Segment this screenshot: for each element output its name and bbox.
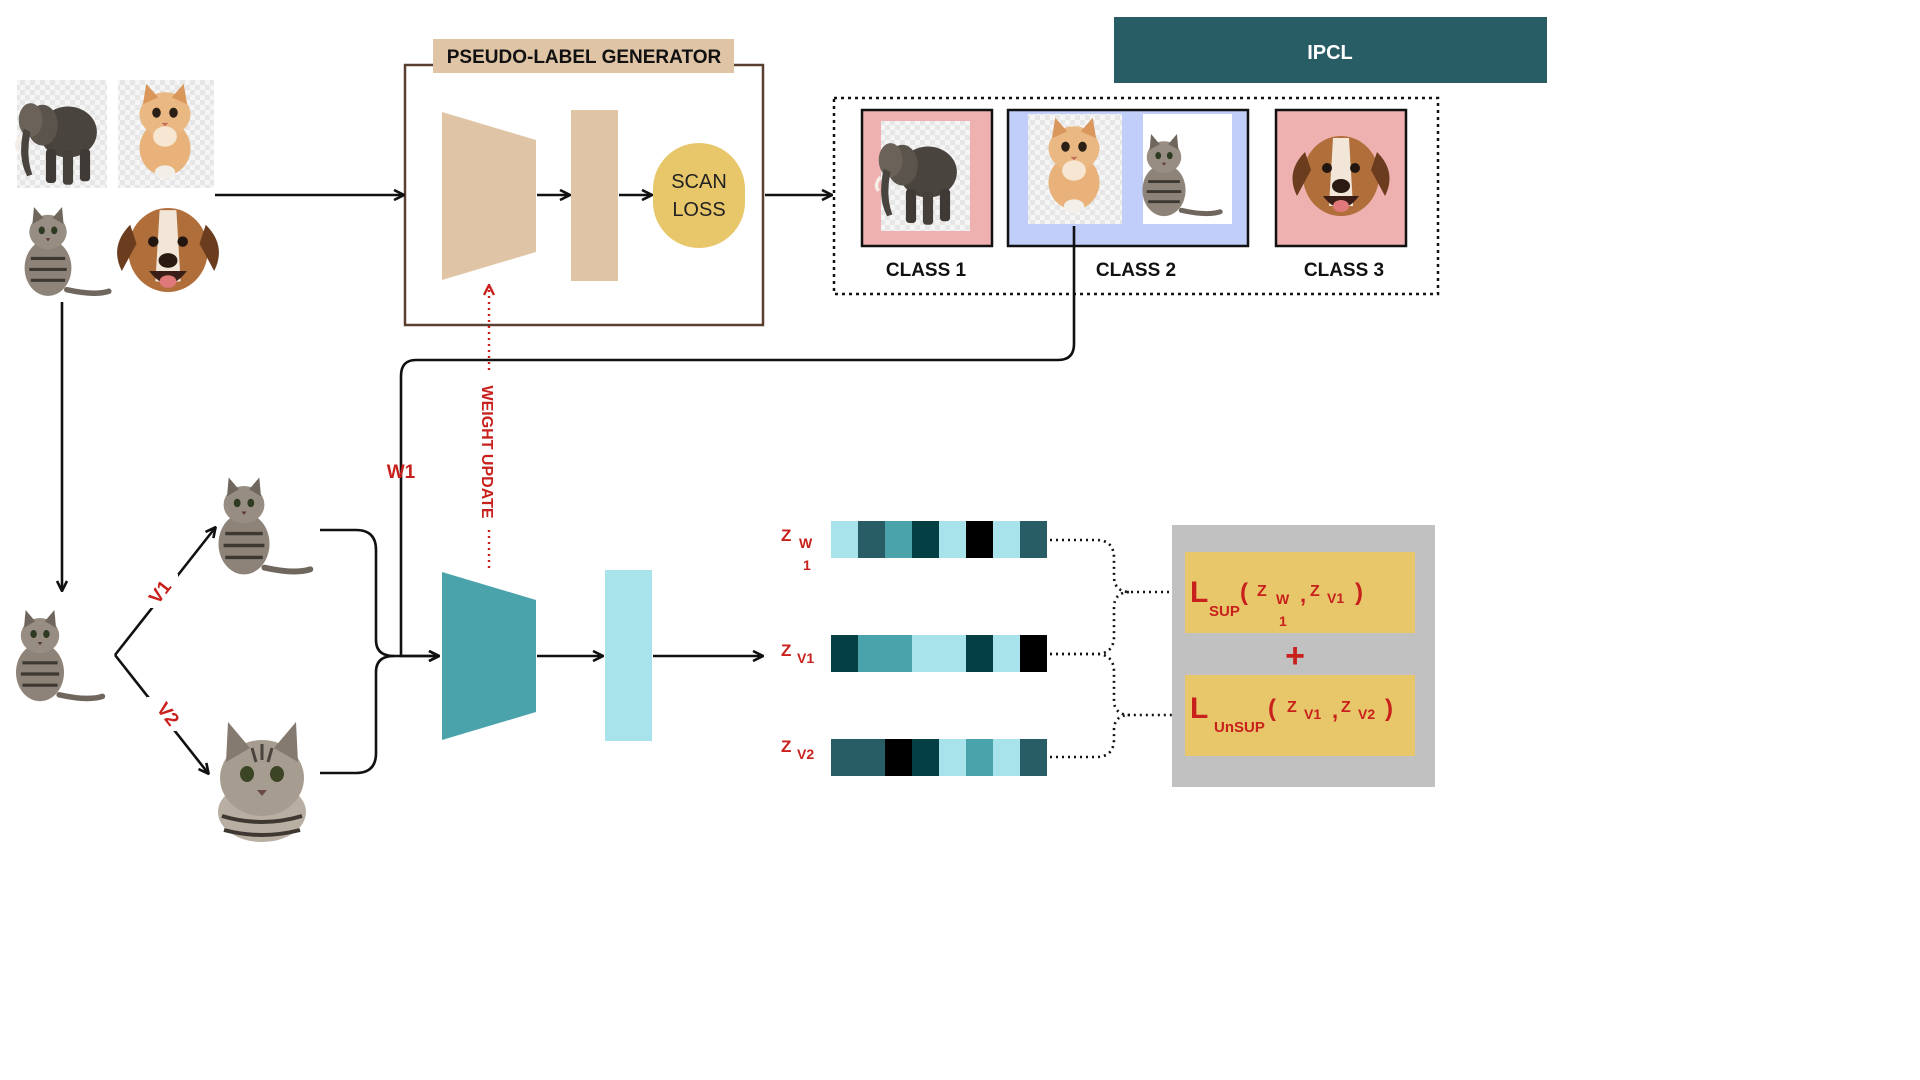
main-projection-head (605, 570, 652, 741)
embedding-cell (993, 739, 1020, 776)
dog-image (117, 208, 219, 292)
anchor-cat-image (16, 610, 102, 701)
embedding-cell (831, 521, 858, 558)
input-image-grid (14, 80, 219, 296)
scan-loss-line1: SCAN (671, 171, 727, 193)
main-encoder (442, 572, 536, 740)
svg-text:Z: Z (1310, 583, 1320, 600)
embedding-cell (966, 739, 993, 776)
svg-text:V1: V1 (1304, 706, 1321, 722)
generator-title-bg (433, 39, 734, 73)
svg-text:SUP: SUP (1209, 603, 1240, 620)
svg-text:W: W (1276, 591, 1290, 607)
svg-text:V1: V1 (1327, 590, 1344, 606)
svg-text:,: , (1300, 582, 1306, 607)
embedding-cell (939, 635, 966, 672)
unsupervised-loss-box (1185, 675, 1415, 756)
generator-encoder (442, 112, 536, 280)
view-1-image (219, 478, 311, 575)
svg-text:(: ( (1268, 695, 1276, 722)
z-v1-label: Z V1 (781, 641, 814, 666)
merge-v1 (320, 528, 438, 656)
embedding-z-w1 (831, 521, 1047, 558)
embedding-cell (831, 635, 858, 672)
merge-v2 (320, 654, 395, 775)
embedding-cell (912, 739, 939, 776)
svg-text:Z: Z (1287, 699, 1297, 716)
embedding-cell (912, 635, 939, 672)
embedding-cell (1020, 739, 1047, 776)
svg-text:V1: V1 (797, 650, 814, 666)
embedding-cell (993, 635, 1020, 672)
generator-title: PSEUDO-LABEL GENERATOR (447, 47, 722, 68)
scan-loss-node (653, 143, 745, 248)
ipcl-title-bar (1114, 17, 1547, 83)
scan-loss-line2: LOSS (672, 199, 725, 221)
svg-text:Z: Z (781, 737, 791, 756)
embedding-cell (858, 521, 885, 558)
w1-connector (399, 226, 1076, 656)
svg-text:Z: Z (781, 526, 791, 545)
weight-update-label: WEIGHT UPDATE (478, 385, 495, 518)
embedding-cell (858, 739, 885, 776)
embedding-z-v2 (831, 739, 1047, 776)
embedding-cell (1020, 635, 1047, 672)
w1-label: W1 (387, 462, 416, 483)
svg-text:1: 1 (803, 557, 811, 573)
embedding-z-v1 (831, 635, 1047, 672)
svg-text:UnSUP: UnSUP (1214, 719, 1265, 736)
svg-text:V2: V2 (1358, 706, 1375, 722)
svg-text:V2: V2 (797, 746, 814, 762)
svg-text:L: L (1190, 576, 1208, 609)
svg-text:W: W (799, 535, 813, 551)
embedding-cell (885, 521, 912, 558)
embedding-cell (1020, 521, 1047, 558)
z-w1-label: Z W 1 (781, 526, 813, 573)
plus-sign: + (1285, 637, 1305, 675)
svg-text:Z: Z (781, 641, 791, 660)
supervised-loss-box (1185, 552, 1415, 633)
embedding-cell (858, 635, 885, 672)
embedding-cell (939, 739, 966, 776)
embedding-cell (885, 739, 912, 776)
class-1-label: CLASS 1 (886, 260, 967, 281)
unsupervised-loss-formula: L UnSUP ( Z V1 , Z V2 ) (1190, 692, 1393, 736)
class-3-group: CLASS 3 (1274, 108, 1408, 281)
ipcl-title-text: IPCL (1307, 42, 1353, 64)
svg-text:,: , (1332, 698, 1338, 723)
embedding-cell (912, 521, 939, 558)
embedding-cell (993, 521, 1020, 558)
z-v2-label: Z V2 (781, 737, 814, 762)
embedding-cell (831, 739, 858, 776)
embedding-rows (831, 521, 1047, 776)
embedding-cell (885, 635, 912, 672)
svg-text:): ) (1355, 579, 1363, 606)
embedding-cell (966, 521, 993, 558)
view-2-image (216, 720, 308, 844)
class-1-group: CLASS 1 (860, 108, 994, 281)
svg-text:L: L (1190, 692, 1208, 725)
generator-projection-head (571, 110, 618, 281)
svg-text:1: 1 (1279, 613, 1287, 629)
tabby-cat-image (25, 207, 109, 296)
svg-text:Z: Z (1257, 583, 1267, 600)
class-3-label: CLASS 3 (1304, 260, 1384, 281)
svg-text:): ) (1385, 695, 1393, 722)
loss-connectors (1050, 538, 1182, 759)
supervised-loss-formula: L SUP ( Z W 1 , Z V1 ) (1190, 576, 1363, 629)
class-2-label: CLASS 2 (1096, 260, 1176, 281)
class-2-group: CLASS 2 (1006, 108, 1250, 281)
svg-text:Z: Z (1341, 699, 1351, 716)
class-cluster-box (832, 96, 1440, 296)
embedding-cell (966, 635, 993, 672)
embedding-cell (939, 521, 966, 558)
svg-text:(: ( (1240, 579, 1248, 606)
